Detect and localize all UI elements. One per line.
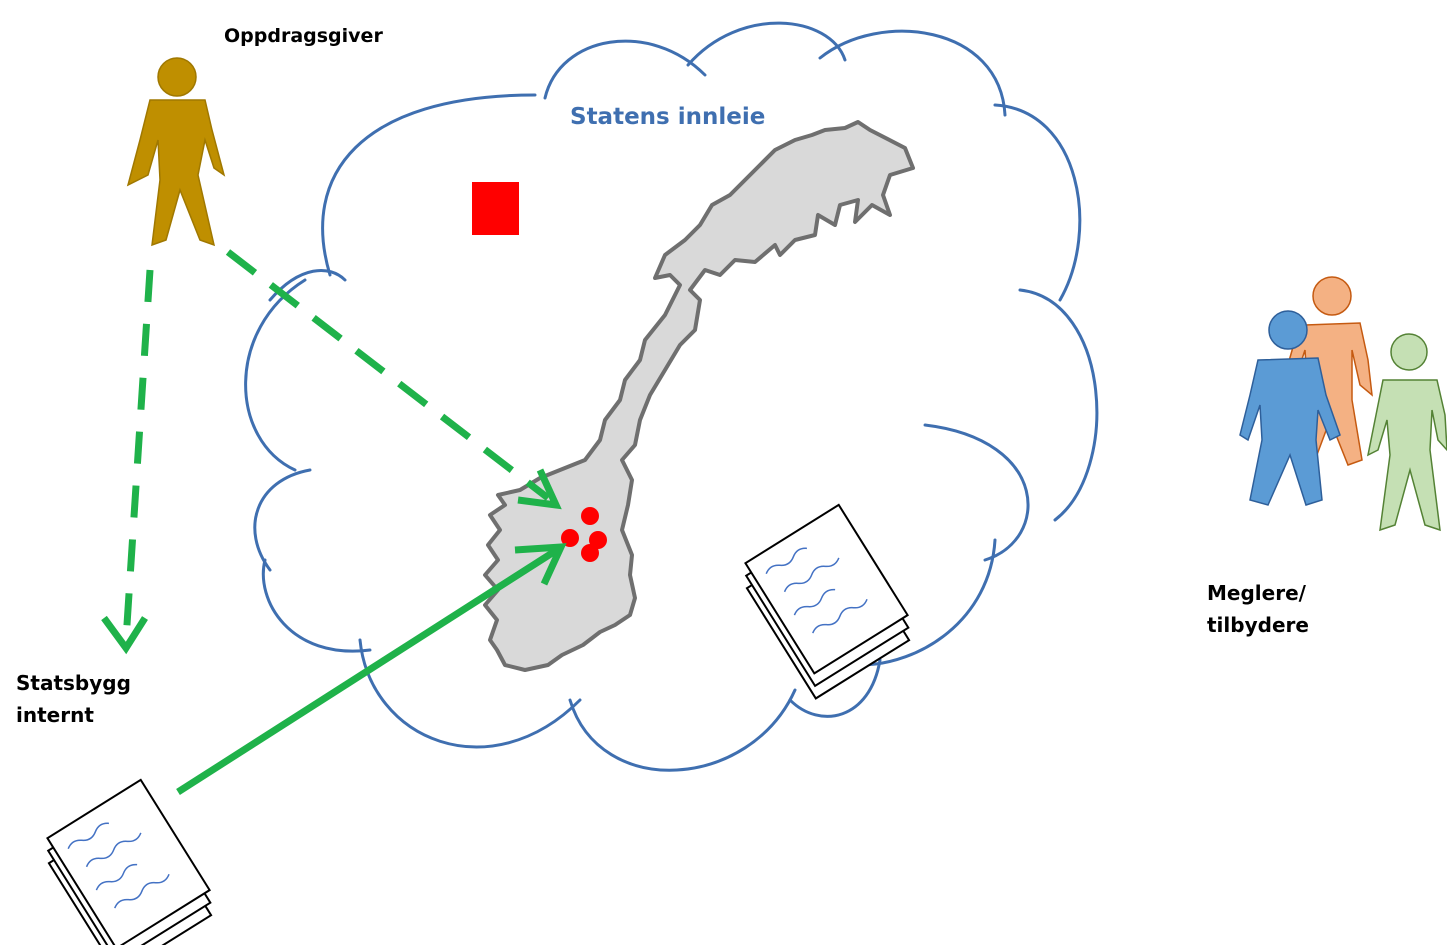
client-person-icon <box>126 57 226 247</box>
client-label: Oppdragsgiver <box>224 25 383 47</box>
norway-map-icon <box>483 120 915 672</box>
location-dot <box>589 531 607 549</box>
cloud-shape <box>244 21 1099 775</box>
brokers-people-icon <box>1239 276 1447 532</box>
arrowhead-client-to-internal <box>101 615 148 655</box>
broker-person-green <box>1366 333 1447 532</box>
location-dot <box>581 507 599 525</box>
dashed-arrow-client-to-map <box>225 249 551 501</box>
red-square-marker <box>472 182 519 235</box>
arrowhead-client-to-map <box>517 468 562 510</box>
cloud-title: Statens innleie <box>570 104 766 130</box>
internal-label-line1: Statsbygg <box>16 671 131 695</box>
internal-label: Statsbygg internt <box>16 667 131 731</box>
brokers-label-line1: Meglere/ <box>1207 581 1306 605</box>
cloud-outline <box>244 21 1099 772</box>
solid-arrow-docs-to-map <box>176 545 562 795</box>
brokers-label-line2: tilbydere <box>1207 613 1309 637</box>
arrowhead-docs-to-map <box>514 543 567 586</box>
location-dot <box>581 544 599 562</box>
dashed-arrow-client-to-internal <box>122 269 154 641</box>
documents-stack-cloud <box>744 503 911 700</box>
documents-stack-internal <box>46 778 213 950</box>
internal-label-line2: internt <box>16 703 94 727</box>
location-dot <box>561 529 579 547</box>
location-dots <box>561 507 607 562</box>
broker-person-blue <box>1239 310 1341 506</box>
brokers-label: Meglere/ tilbydere <box>1207 577 1309 641</box>
